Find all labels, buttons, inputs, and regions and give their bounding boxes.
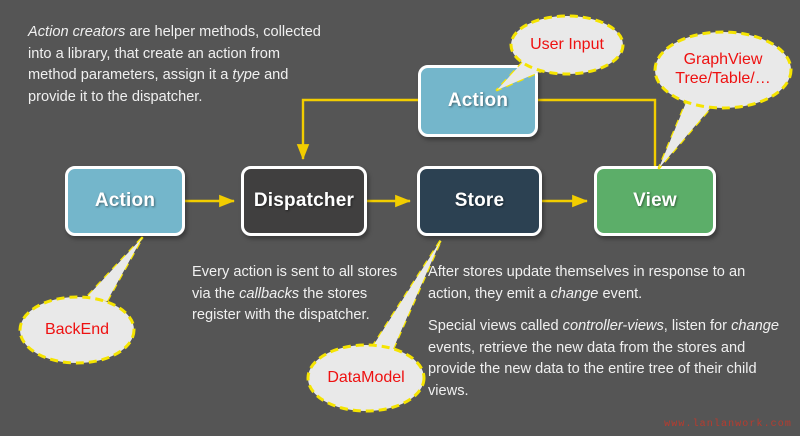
- flow-arrow-topaction-to-view: [538, 98, 657, 166]
- plain-text: Special views called: [428, 318, 563, 335]
- callout-tail-fill: [86, 238, 142, 301]
- callout-body: [653, 30, 793, 110]
- plain-text: Every action is sent to all stores via t…: [192, 264, 398, 302]
- node-label: Action: [94, 190, 156, 211]
- emphasis-text: change: [731, 318, 779, 335]
- callout-body: [509, 14, 625, 76]
- plain-text: events, retrieve the new data from the s…: [428, 339, 757, 399]
- emphasis-text: change: [550, 285, 599, 302]
- plain-text: event.: [598, 285, 643, 302]
- node-dispatcher[interactable]: Dispatcher: [241, 166, 367, 236]
- paragraph: Action creators are helper methods, coll…: [28, 22, 328, 108]
- node-label: View: [633, 190, 677, 211]
- callout-body: [18, 295, 136, 365]
- note-dispatcher: Every action is sent to all stores via t…: [192, 262, 414, 327]
- paragraph: Every action is sent to all stores via t…: [192, 262, 414, 327]
- flow-arrow-topaction-to-dispatcher: [296, 98, 418, 160]
- plain-text: , listen for: [663, 318, 732, 335]
- paragraph: Special views called controller-views, l…: [428, 316, 784, 402]
- callout-tail-fill: [373, 240, 441, 349]
- node-label: Action: [447, 90, 509, 111]
- callout-graphview[interactable]: [653, 30, 793, 170]
- plain-text: After stores update themselves in respon…: [428, 264, 746, 302]
- wire-group: [185, 98, 657, 208]
- callout-body: [306, 343, 426, 413]
- callout-tail-fill: [497, 62, 546, 90]
- plain-text: the stores register with the dispatcher.: [192, 285, 370, 324]
- note-store-view: After stores update themselves in respon…: [428, 262, 784, 403]
- callout-datamodel[interactable]: [306, 238, 443, 413]
- emphasis-text: Action creators: [28, 24, 126, 40]
- emphasis-text: controller-views: [562, 318, 664, 335]
- callout-backend[interactable]: [18, 236, 144, 365]
- emphasis-text: callbacks: [239, 285, 300, 302]
- node-store[interactable]: Store: [417, 166, 542, 236]
- watermark: www.lanlanwork.com: [664, 419, 792, 430]
- node-label: Dispatcher: [253, 190, 355, 211]
- node-action-left[interactable]: Action: [65, 166, 185, 236]
- node-action-top[interactable]: Action: [418, 65, 538, 137]
- paragraph: After stores update themselves in respon…: [428, 262, 784, 305]
- plain-text: are helper methods, collected into a lib…: [28, 24, 321, 84]
- plain-text: and provide it to the dispatcher.: [28, 67, 289, 105]
- node-label: Store: [454, 190, 505, 211]
- callout-tail-fill: [659, 98, 712, 168]
- emphasis-text: type: [232, 67, 261, 84]
- node-view[interactable]: View: [594, 166, 716, 236]
- bubble-group: [18, 14, 793, 413]
- callout-user-input[interactable]: [495, 14, 625, 92]
- note-action-creators: Action creators are helper methods, coll…: [28, 22, 328, 108]
